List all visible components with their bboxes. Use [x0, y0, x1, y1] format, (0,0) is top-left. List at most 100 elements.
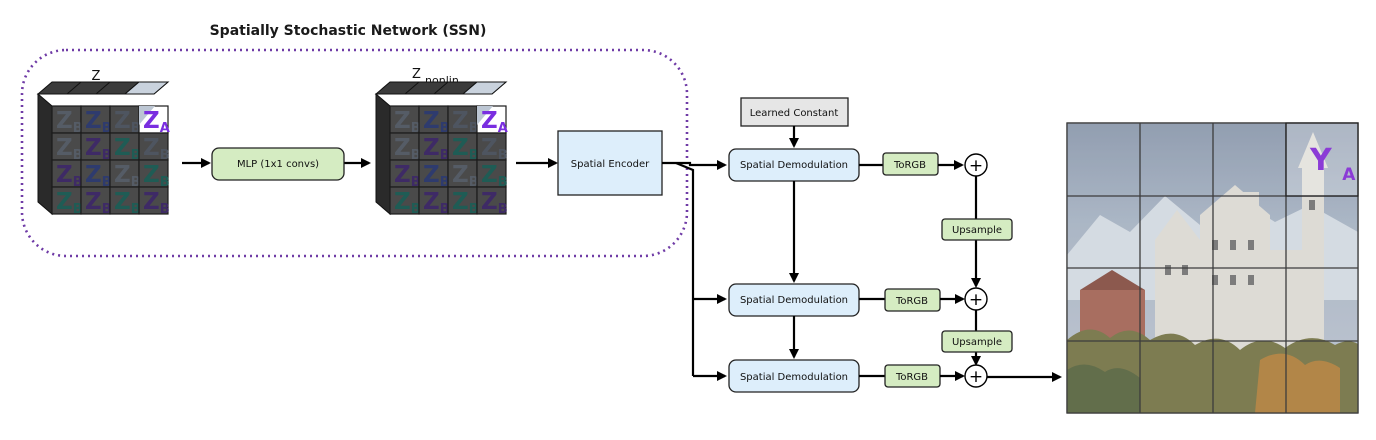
cube-top-divider: [433, 81, 449, 95]
cube-cell: ZB: [389, 132, 421, 163]
output-image-highlight-cell: [1285, 122, 1359, 197]
cube-top-highlight: [461, 81, 508, 95]
cube-cell-glyph: ZB: [394, 135, 421, 163]
cube-cell-glyph: ZB: [85, 135, 112, 163]
spatial-demod-label-1: Spatial Demodulation: [740, 160, 848, 171]
torgb-node-3: ToRGB: [884, 364, 941, 388]
spatial-demod-node-1: Spatial Demodulation: [728, 148, 860, 182]
cube-cell: ZB: [389, 186, 421, 217]
mlp-label: MLP (1x1 convs): [237, 159, 319, 170]
output-y-label: Y A: [1309, 143, 1356, 185]
cube-cell: ZB: [109, 105, 141, 136]
cube-cell-glyph: ZB: [143, 189, 170, 217]
cube-cell: ZB: [138, 159, 170, 190]
cube-cell-highlight: ZA: [138, 105, 170, 136]
cube-cell-glyph: ZB: [394, 108, 421, 136]
learned-constant-node: Learned Constant: [740, 97, 849, 127]
cube-top-divider: [66, 81, 82, 95]
cube-left-face: [37, 92, 53, 216]
cube-cell-glyph: ZB: [56, 108, 83, 136]
cube-cell-glyph: ZB: [85, 189, 112, 217]
cube-cell-glyph: ZB: [452, 162, 479, 190]
cube-cell: ZB: [476, 132, 508, 163]
torgb-node-2: ToRGB: [884, 288, 941, 312]
diagram-title: Spatially Stochastic Network (SSN): [210, 23, 487, 39]
cube-cell: ZB: [447, 132, 479, 163]
cube-cell: ZB: [418, 186, 450, 217]
ssn-dashed-region: [20, 48, 689, 258]
spatial-demod-label-2: Spatial Demodulation: [740, 295, 848, 306]
cube-cell: ZB: [80, 159, 112, 190]
cube-cell: ZB: [389, 105, 421, 136]
plus-node-1: +: [964, 153, 988, 177]
cube-cell: ZB: [138, 132, 170, 163]
output-image-foliage-orange: [1255, 353, 1340, 413]
cube-cell-glyph: ZB: [114, 108, 141, 136]
znonlin-label-main: Z: [412, 67, 421, 82]
cube-cell-highlight: ZA: [476, 105, 508, 136]
cube-cell: ZB: [51, 159, 83, 190]
cube-cell-glyph: ZA: [143, 108, 170, 136]
cube-cell-glyph: ZA: [481, 108, 508, 136]
cube-cell: ZB: [418, 159, 450, 190]
upsample-node-1: Upsample: [941, 218, 1013, 241]
plus-node-2: +: [964, 287, 988, 311]
torgb-label-3: ToRGB: [895, 372, 928, 383]
cube-cell-glyph: ZB: [481, 162, 508, 190]
plus-symbol-2: +: [969, 290, 983, 310]
output-y-sub: A: [1342, 165, 1356, 185]
plus-symbol-3: +: [969, 367, 983, 387]
output-y-letter: Y: [1309, 143, 1333, 178]
upsample-label-2: Upsample: [952, 337, 1002, 348]
plus-node-3: +: [964, 364, 988, 388]
edge-encoder-branch-down: [675, 161, 695, 376]
output-image: Y A: [1066, 122, 1359, 414]
mlp-node: MLP (1x1 convs): [211, 147, 345, 181]
cube-cell-glyph: ZB: [85, 162, 112, 190]
edge-encoder-to-demod-1: [662, 160, 727, 170]
cube-cell-glyph: ZB: [143, 135, 170, 163]
output-image-foliage-dark: [1067, 364, 1140, 413]
cube-cell: ZB: [80, 132, 112, 163]
cube-cell: ZB: [51, 105, 83, 136]
cube-cell-glyph: ZB: [114, 162, 141, 190]
cube-cell: ZB: [418, 132, 450, 163]
cube-cell-glyph: ZB: [85, 108, 112, 136]
cube-cell: ZB: [109, 186, 141, 217]
cube-cell-glyph: ZB: [481, 135, 508, 163]
output-image-wash: [1067, 123, 1358, 413]
cube-cell-glyph: ZB: [114, 135, 141, 163]
cube-cell: ZB: [109, 159, 141, 190]
torgb-label-1: ToRGB: [893, 160, 926, 171]
cube-cell-glyph: ZB: [423, 135, 450, 163]
output-image-windows: [1165, 200, 1315, 285]
cube-cell-glyph: ZB: [423, 189, 450, 217]
torgb-label-2: ToRGB: [895, 296, 928, 307]
spatial-demod-node-3: Spatial Demodulation: [728, 359, 860, 393]
plus-symbol-1: +: [969, 156, 983, 176]
cube-cell-glyph: ZB: [452, 135, 479, 163]
cube-cell: ZB: [476, 186, 508, 217]
cube-cell-glyph: ZB: [423, 108, 450, 136]
cube-top-divider: [404, 81, 420, 95]
cube-cell-glyph: ZB: [143, 162, 170, 190]
z-label: Z: [92, 69, 101, 84]
cube-cell: ZB: [80, 186, 112, 217]
torgb-node-1: ToRGB: [882, 152, 939, 176]
cube-cell-glyph: ZB: [56, 162, 83, 190]
spatial-demod-label-3: Spatial Demodulation: [740, 372, 848, 383]
spatial-demod-node-2: Spatial Demodulation: [728, 283, 860, 317]
cube-cell-glyph: ZB: [114, 189, 141, 217]
cube-cell: ZB: [138, 186, 170, 217]
cube-cell-glyph: ZB: [394, 162, 421, 190]
upsample-node-2: Upsample: [941, 330, 1013, 353]
cube-cell: ZB: [51, 186, 83, 217]
spatial-encoder-label: Spatial Encoder: [571, 159, 650, 170]
cube-cell-glyph: ZB: [481, 189, 508, 217]
cube-top-highlight: [123, 81, 170, 95]
cube-cell: ZB: [447, 105, 479, 136]
cube-cell-glyph: ZB: [423, 162, 450, 190]
